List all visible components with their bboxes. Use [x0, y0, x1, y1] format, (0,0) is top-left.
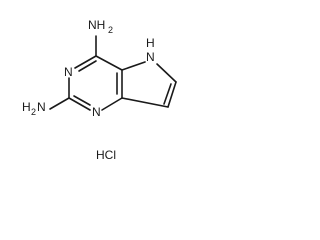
bond-c4a-n5 — [121, 61, 146, 71]
bond-c2-n1-double — [73, 95, 91, 106]
label-nh2-top: NH — [88, 18, 105, 32]
bond-n1-c7a — [101, 97, 123, 111]
chemical-structure: NH 2 N N H 2 N H N HCl — [22, 18, 177, 162]
bond-n5-c6 — [156, 63, 177, 83]
label-h2n-h: H — [22, 100, 31, 114]
label-h2n-n: N — [37, 100, 46, 114]
bonds — [49, 35, 177, 111]
bond-c2-nh2 — [49, 97, 70, 110]
bond-c7-c7a — [121, 97, 169, 108]
bond-c4-n3 — [74, 55, 97, 69]
label-hcl: HCl — [96, 148, 116, 162]
atom-labels: NH 2 N N H 2 N H N HCl — [22, 18, 155, 162]
bond-c6-c7-double — [163, 83, 172, 105]
label-h2n-sub: 2 — [31, 107, 36, 117]
bond-c4-n3-double — [78, 60, 97, 72]
bond-c2-n1 — [68, 97, 91, 111]
label-n1: N — [92, 105, 101, 119]
label-n3: N — [64, 65, 73, 79]
label-nh-h: H — [146, 36, 155, 50]
bond-c6-c7 — [167, 81, 177, 108]
bond-c4a-c4 — [95, 55, 123, 71]
label-nh2-top-sub: 2 — [108, 25, 113, 35]
label-nh-n: N — [146, 50, 155, 64]
